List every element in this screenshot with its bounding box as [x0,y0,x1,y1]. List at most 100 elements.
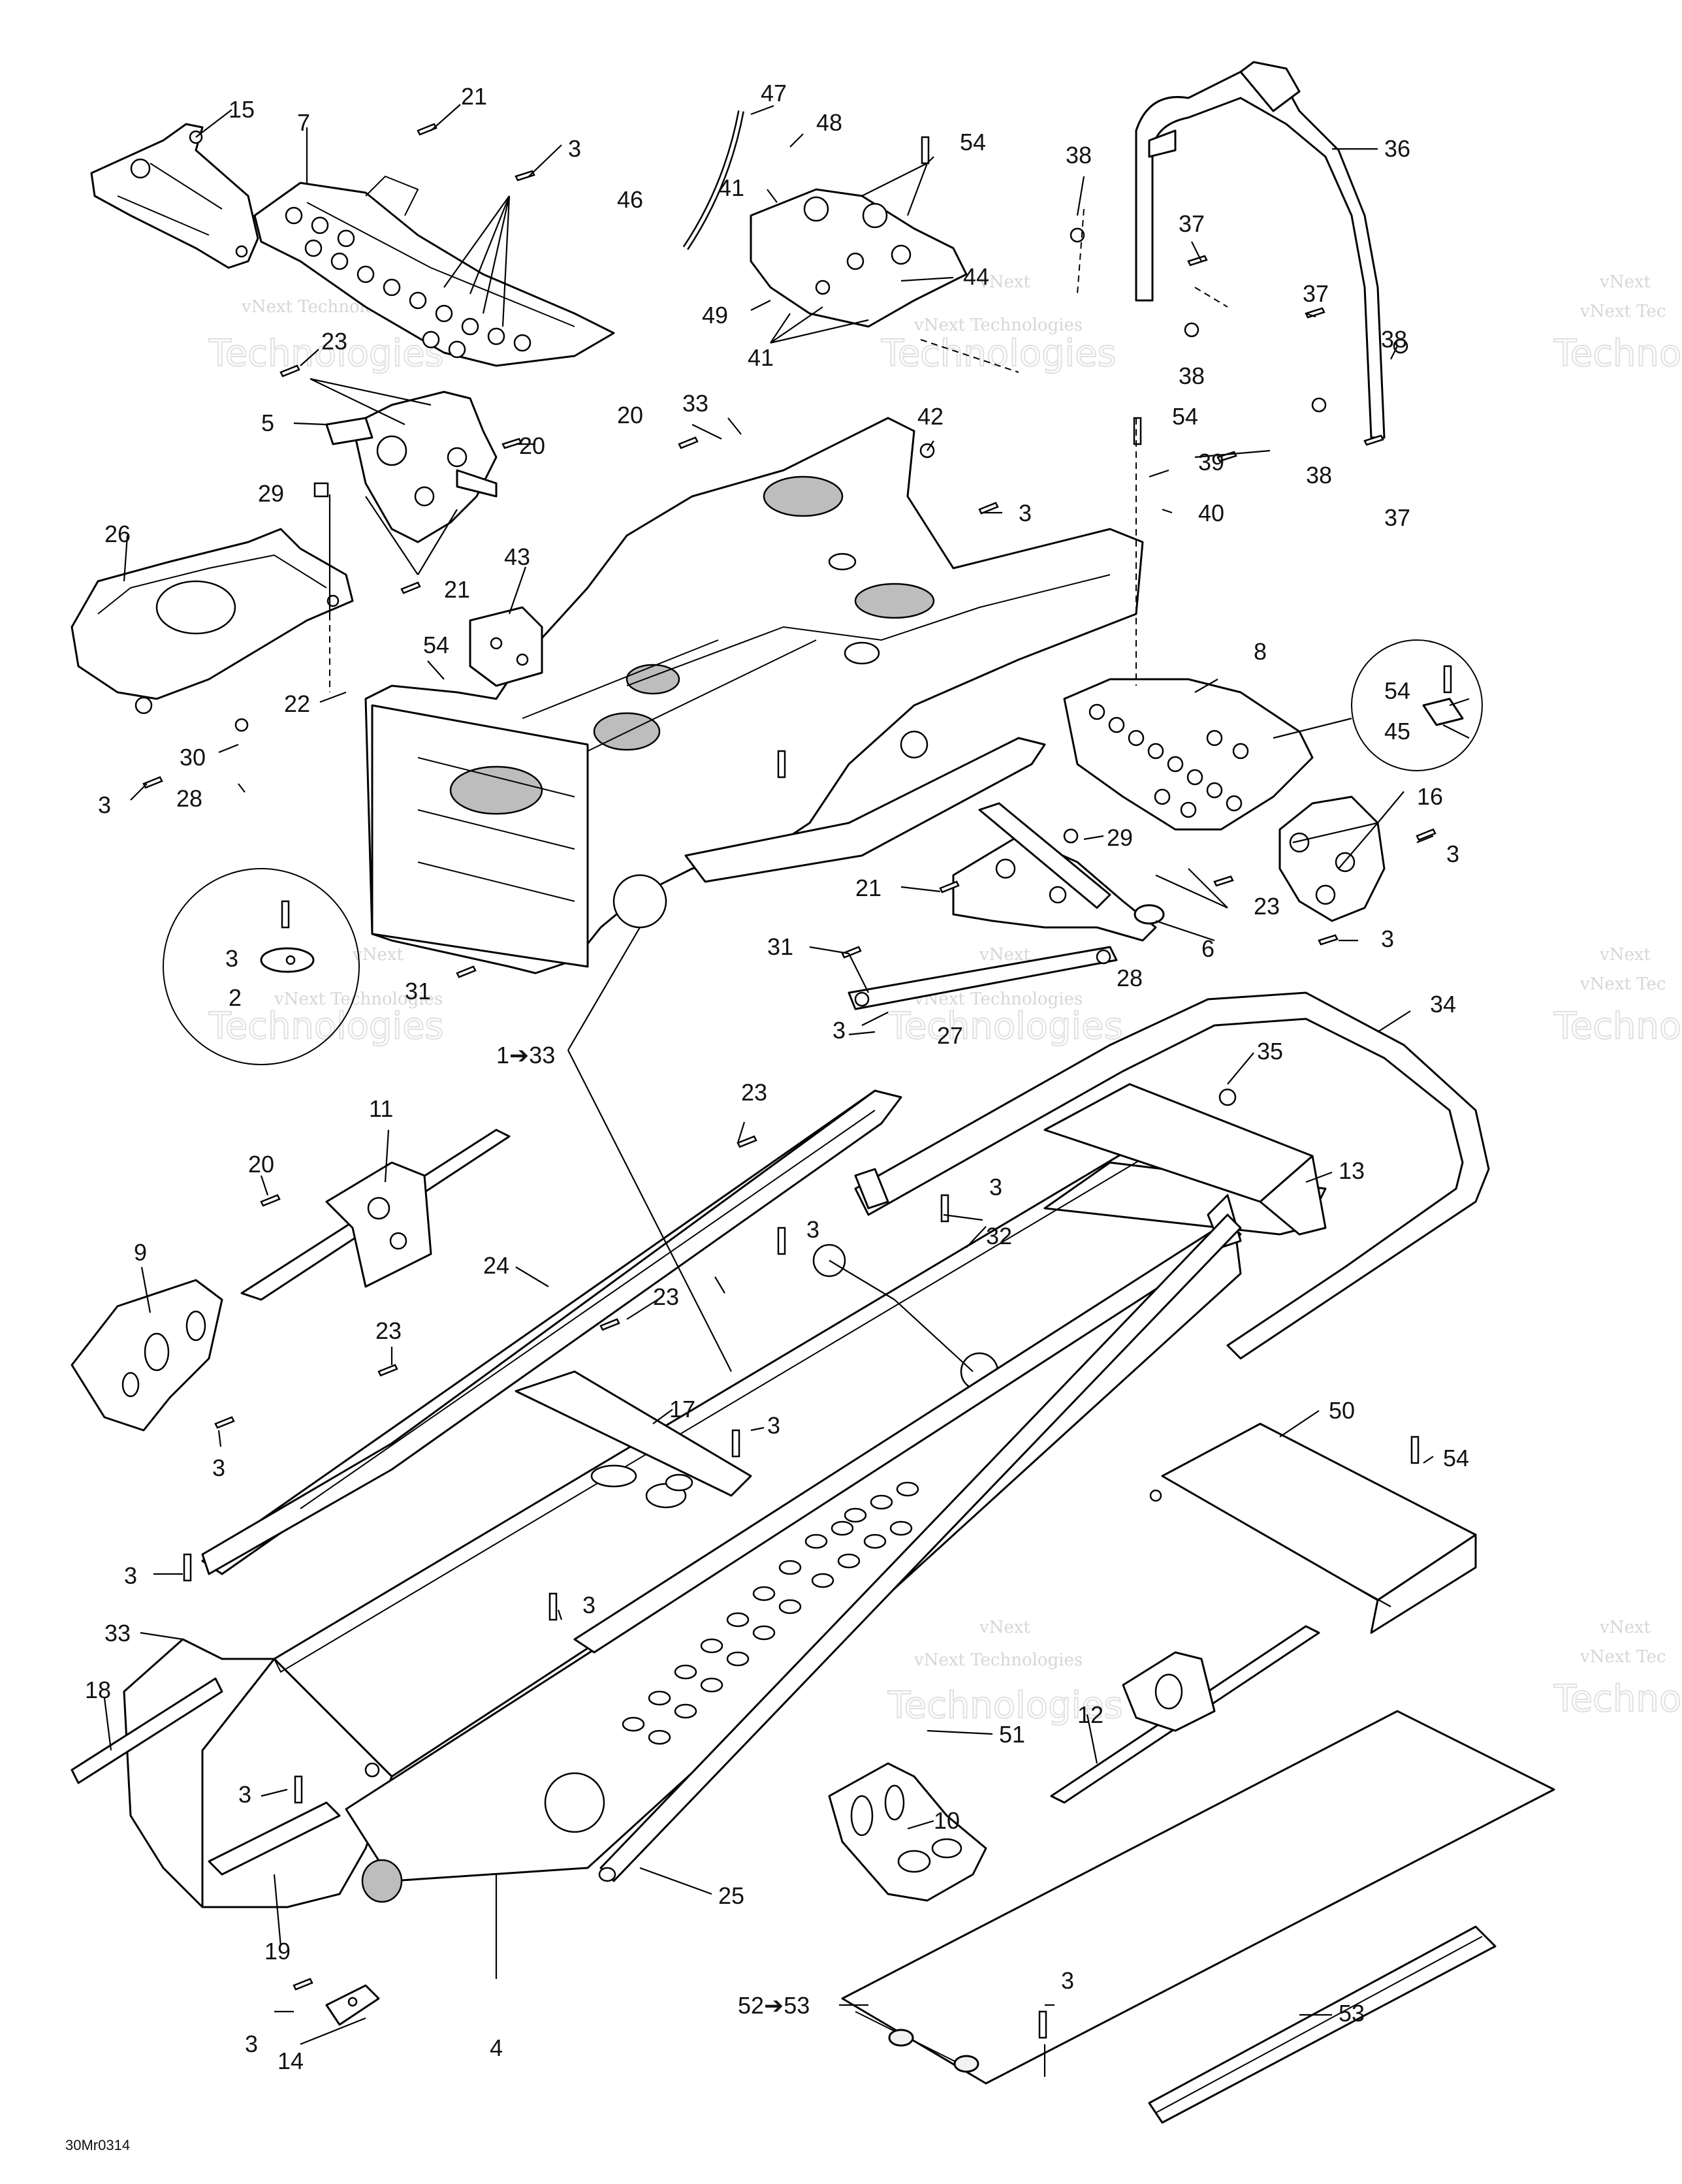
callout-20: 20 [248,1151,274,1178]
watermark-text: Technologies [208,1005,444,1048]
part-15-bracket [90,123,259,269]
callout-3: 3 [238,1781,251,1808]
callout-23: 23 [1254,893,1280,920]
callout-14: 14 [278,2048,304,2074]
watermark-text: Techno [1553,1005,1681,1048]
callout-21: 21 [855,875,881,901]
callout-15: 15 [229,96,255,123]
callout-5: 5 [261,410,274,436]
callout-11: 11 [369,1095,393,1122]
part-5-pivot-bracket [325,391,498,543]
watermark-text: Technologies [208,332,444,375]
callout-3: 3 [124,1562,137,1589]
part-14-plate [325,1984,380,2026]
callout-52-53: 52➔53 [738,1992,810,2019]
callout-3: 3 [833,1017,846,1044]
watermark-text: vNext Technologies [913,1650,1083,1670]
watermark-text: vNext Tec [1579,302,1666,321]
callout-35: 35 [1257,1038,1283,1065]
callout-43: 43 [504,543,530,570]
callout-3: 3 [806,1216,819,1243]
part-27-tie-rod [848,946,1118,1010]
callout-38: 38 [1179,362,1205,389]
part-13-plate [1043,1083,1327,1236]
fastener-group [142,123,1452,2039]
callout-37: 37 [1303,280,1329,307]
callout-40: 40 [1198,500,1224,526]
callout-25: 25 [718,1882,744,1909]
callout-54: 54 [1384,677,1410,704]
callout-23: 23 [321,328,347,355]
callout-17: 17 [669,1396,695,1422]
front-chassis-frame [364,417,1144,974]
callout-3: 3 [568,135,581,162]
part-26-shield [71,528,354,715]
callout-38: 38 [1066,142,1092,169]
callout-13: 13 [1339,1157,1365,1184]
callout-54: 54 [960,129,986,155]
callout-51: 51 [999,1721,1025,1748]
callout-29: 29 [258,480,284,507]
part-25-slide-rail [598,1213,1242,1882]
callout-24: 24 [483,1252,509,1279]
callout-3: 3 [989,1174,1002,1200]
callout-54: 54 [1443,1445,1469,1471]
watermark-text: vNext [1599,1618,1651,1637]
callout-36: 36 [1384,135,1410,162]
part-36-grab-handle [1135,61,1386,439]
callout-3: 3 [1381,925,1394,952]
footrest-holes [1088,703,1249,818]
watermark-text: vNext [979,945,1030,965]
part-24-slide-rail [201,1089,902,1575]
callout-19: 19 [264,1938,291,1965]
callout-21: 21 [461,83,487,110]
part-10-brace [828,1762,987,1902]
part-11-brace [240,1129,511,1301]
part-7-footrest [253,175,615,367]
callout-2: 2 [229,984,242,1011]
part-43-bracket [469,606,543,687]
callout-3: 3 [245,2031,258,2057]
callout-46: 46 [617,186,643,213]
callout-28: 28 [1117,965,1143,991]
callout-3: 3 [582,1592,595,1618]
callout-53: 53 [1339,2000,1365,2027]
callout-54: 54 [423,632,449,658]
callout-26: 26 [104,521,131,547]
part-17-cross-brace [515,1370,752,1497]
rear-tunnel-assembly [123,1089,1327,1908]
callout-3: 3 [98,792,111,818]
callout-38: 38 [1306,462,1332,489]
part-9-brace [71,1279,223,1432]
watermark-text: Techno [1553,332,1681,375]
callout-20: 20 [519,432,545,459]
callout-31: 31 [767,933,793,960]
callout-8: 8 [1254,638,1267,665]
callout-3: 3 [1019,500,1032,526]
callout-31: 31 [405,978,431,1004]
callout-23: 23 [375,1317,402,1344]
part-18-angle-bar [71,1677,223,1784]
callout-20: 20 [617,402,643,428]
callout-45: 45 [1384,718,1410,745]
watermark-text: vNext [1599,272,1651,292]
watermark-text: Techno [1553,1678,1681,1720]
watermark-text: vNext [1599,945,1651,965]
callout-18: 18 [85,1677,111,1703]
callout-21: 21 [444,576,470,603]
callout-12: 12 [1077,1701,1103,1728]
reference-code: 30Mr0314 [65,2137,130,2153]
callout-41: 41 [718,174,744,201]
watermark-text: Technologies [887,1005,1123,1048]
part-34-rear-bumper [854,991,1490,1360]
callout-28: 28 [176,785,202,812]
watermark-text: vNext Technologies [913,315,1083,335]
callout-3: 3 [1061,1967,1074,1994]
callout-34: 34 [1430,991,1456,1018]
watermark-text: Technologies [887,1684,1123,1727]
watermark-text: Technologies [881,332,1117,375]
tunnel-deck-holes [622,1481,919,1745]
watermark-text: vNext [352,945,404,965]
callout-23: 23 [653,1283,679,1310]
